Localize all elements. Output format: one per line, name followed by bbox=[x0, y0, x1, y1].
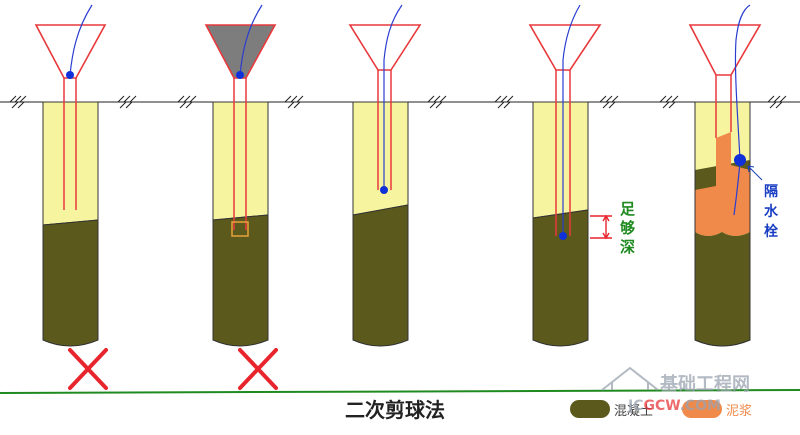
cross-2 bbox=[238, 348, 278, 390]
pile-2-mud bbox=[212, 101, 269, 221]
wire-1 bbox=[69, 4, 93, 76]
tremie-4 bbox=[555, 70, 571, 236]
depth-label-char-1: 足 bbox=[620, 200, 636, 218]
hatch-9 bbox=[767, 95, 787, 109]
ground-hatches bbox=[9, 95, 787, 109]
wire-2 bbox=[239, 4, 263, 76]
watermark-brand: 基础工程网 bbox=[659, 373, 750, 395]
bottom-separator bbox=[0, 389, 800, 394]
pile-5-slurry bbox=[695, 132, 750, 236]
plug-label-char-2: 水 bbox=[764, 203, 779, 220]
watermark-url-suffix: .COM bbox=[680, 398, 721, 414]
watermark: 基础工程网 JCGCW.COM bbox=[601, 366, 750, 414]
hatch-5 bbox=[427, 95, 447, 109]
cross-1 bbox=[68, 348, 108, 390]
wire-4 bbox=[562, 4, 581, 236]
pile-3-mud bbox=[352, 101, 409, 216]
panel-2 bbox=[204, 4, 278, 390]
pile-2-concrete bbox=[212, 214, 269, 347]
watermark-url-mid: GCW bbox=[643, 398, 680, 414]
tremie-1 bbox=[63, 78, 77, 210]
panel-5: 隔 水 栓 bbox=[688, 4, 779, 347]
plug-label-char-3: 栓 bbox=[764, 223, 778, 240]
ball-3 bbox=[380, 186, 388, 194]
tremie-2 bbox=[233, 78, 247, 230]
ball-2 bbox=[236, 71, 244, 79]
legend-swatch-slurry bbox=[682, 400, 722, 418]
watermark-logo-icon bbox=[601, 366, 659, 391]
ball-1 bbox=[66, 71, 74, 79]
plug-ball-5 bbox=[734, 154, 746, 166]
pile-4-mud bbox=[532, 101, 589, 219]
hatch-1 bbox=[9, 95, 27, 109]
plug-pointer-5 bbox=[747, 165, 763, 181]
legend-label-slurry: 泥浆 bbox=[726, 404, 752, 419]
diagram-caption: 二次剪球法 bbox=[345, 398, 445, 422]
pile-1-mud bbox=[42, 101, 99, 226]
watermark-url-prefix: JC bbox=[627, 398, 643, 414]
legend-swatch-concrete bbox=[570, 400, 610, 418]
plug-wire-5 bbox=[733, 161, 741, 216]
wire-5 bbox=[734, 4, 751, 161]
depth-label-char-2: 够 bbox=[619, 219, 635, 237]
plug-label-char-1: 隔 bbox=[764, 184, 778, 200]
hatch-3 bbox=[177, 95, 197, 109]
hatch-4 bbox=[284, 95, 304, 109]
panel-3 bbox=[348, 4, 422, 347]
hatch-6 bbox=[494, 95, 514, 109]
funnel-3 bbox=[348, 24, 422, 71]
tremie-5 bbox=[715, 75, 732, 138]
funnel-5 bbox=[688, 24, 762, 76]
wire-3 bbox=[383, 4, 403, 190]
pile-3-concrete bbox=[352, 204, 409, 347]
legend: 混凝土 泥浆 bbox=[570, 400, 752, 419]
ball-4 bbox=[559, 232, 567, 240]
hatch-8 bbox=[659, 95, 679, 109]
pipe-bottom-marker-2 bbox=[231, 221, 249, 237]
legend-label-concrete: 混凝土 bbox=[614, 403, 653, 419]
depth-marker-4 bbox=[590, 214, 612, 240]
pile-4-concrete bbox=[532, 209, 589, 347]
panel-4: 足 够 深 bbox=[528, 4, 636, 347]
pile-1-concrete bbox=[42, 219, 99, 347]
pile-5-outline bbox=[694, 102, 751, 347]
watermark-url: JCGCW.COM bbox=[627, 398, 721, 414]
hatch-2 bbox=[117, 95, 137, 109]
depth-label-char-3: 深 bbox=[620, 238, 635, 256]
panel-1 bbox=[34, 4, 108, 390]
hatch-7 bbox=[599, 95, 619, 109]
pile-5-concrete-bottom bbox=[695, 232, 750, 346]
tremie-3 bbox=[377, 70, 392, 190]
